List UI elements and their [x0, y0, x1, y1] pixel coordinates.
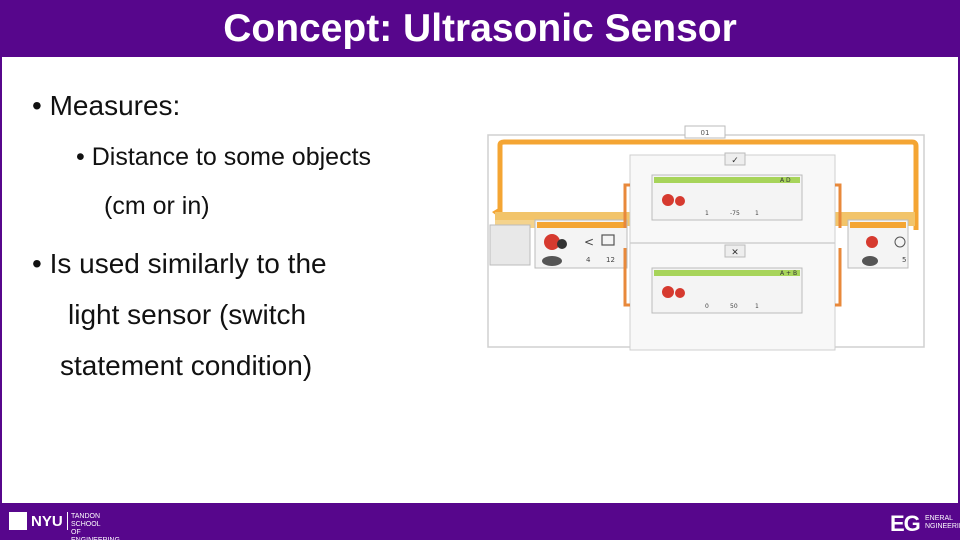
screen-icon	[601, 234, 615, 246]
tandon-line2: OF ENGINEERING	[71, 529, 121, 544]
footer-bar	[0, 503, 960, 540]
bullet-usage-text: Is used similarly to the	[49, 248, 327, 279]
ev3-program-image: 01 < 4 12 ✓ A D 1 -75 1 ✕ A + B 0 50 1 5	[487, 125, 925, 351]
sub-bullet-distance-text: Distance to some objects	[91, 143, 372, 171]
eg-label: ENERALNGINEERING	[925, 515, 960, 531]
compare-symbol: <	[584, 235, 594, 249]
svg-text:1: 1	[755, 303, 759, 310]
case-false-tab	[724, 244, 746, 258]
svg-text:50: 50	[730, 303, 738, 310]
case-true-tab	[724, 152, 746, 166]
slide-title: Concept: Ultrasonic Sensor	[223, 7, 737, 50]
loop-label-tab	[684, 125, 726, 139]
bullet-measures-text: Measures:	[49, 90, 181, 121]
case-false-icon: ✕	[731, 248, 739, 258]
compare-value-2: 12	[606, 256, 615, 264]
svg-text:1: 1	[755, 210, 759, 217]
case-true-icon: ✓	[731, 156, 739, 166]
svg-text:5: 5	[902, 256, 906, 264]
eg-line1: ENERAL	[925, 515, 954, 522]
nyu-torch-icon	[9, 512, 27, 530]
footer-divider	[67, 512, 68, 530]
slide-frame	[0, 57, 960, 503]
svg-text:-75: -75	[730, 210, 740, 217]
loop-start-block	[489, 224, 531, 266]
bullet-measures: • Measures:	[32, 90, 181, 121]
svg-text:1: 1	[705, 210, 709, 217]
ultrasonic-icon	[544, 234, 560, 250]
svg-text:0: 0	[705, 303, 709, 310]
port-label-bottom: A + B	[780, 270, 797, 277]
title-bar	[0, 0, 960, 57]
loop-frame	[497, 139, 919, 230]
tandon-line1: TANDON SCHOOL	[71, 513, 101, 528]
compare-value-1: 4	[586, 256, 591, 264]
mode-selector-icon	[542, 256, 562, 266]
bullet-usage: • Is used similarly to the	[32, 248, 327, 279]
nyu-label: NYU	[31, 513, 63, 530]
bullet-usage-cont2: statement condition)	[60, 350, 313, 381]
bullet-usage-cont1: light sensor (switch	[68, 299, 307, 330]
eg-logo: EG	[890, 511, 921, 536]
port-label-top: A D	[780, 177, 791, 184]
sub-bullet-distance: • Distance to some objects	[76, 143, 372, 171]
sub-bullet-distance-cont: (cm or in)	[104, 192, 210, 220]
eg-line2: NGINEERING	[925, 523, 960, 530]
loop-label: 01	[701, 129, 710, 137]
